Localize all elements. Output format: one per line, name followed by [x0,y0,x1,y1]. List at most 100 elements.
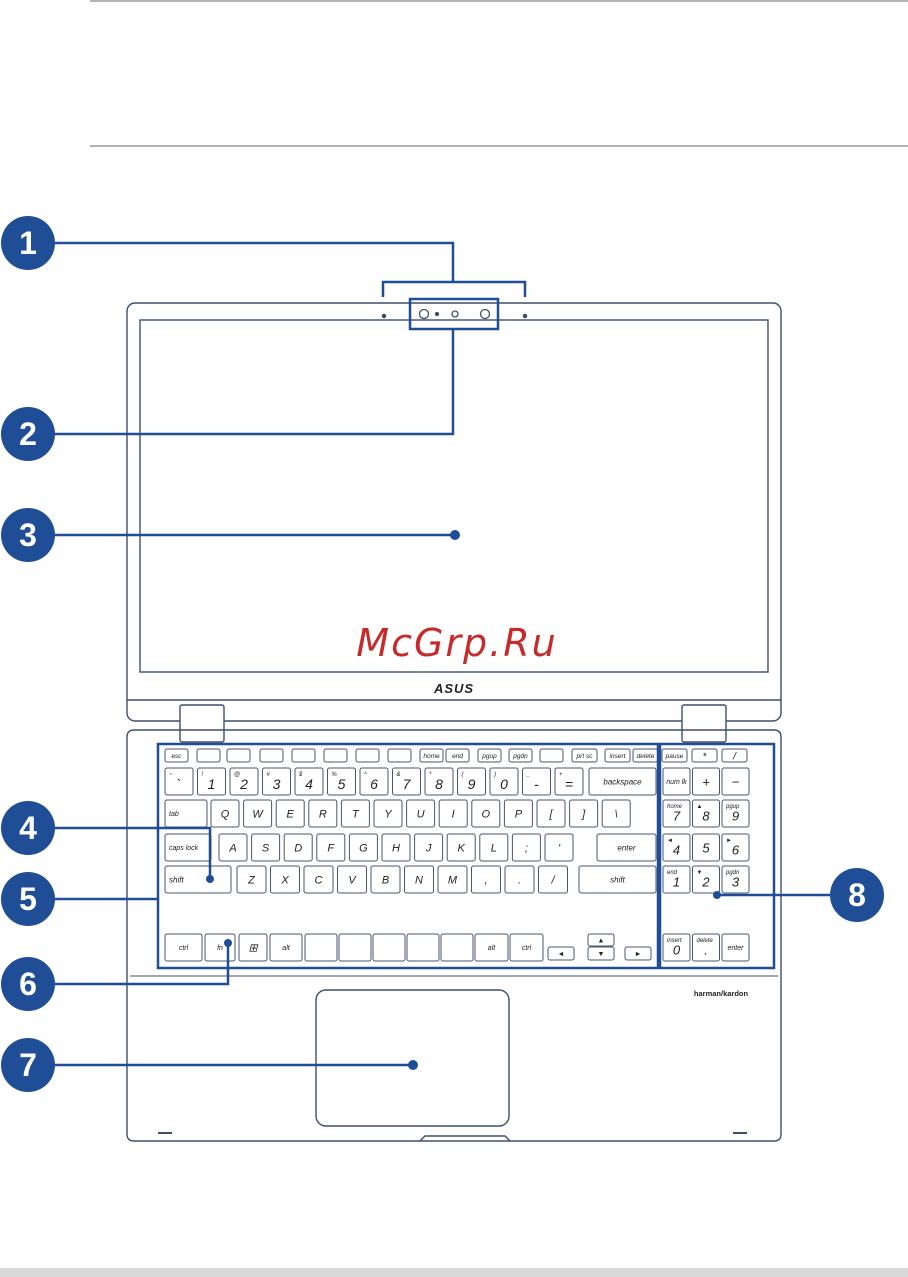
key-numpad-row4-0-cap [662,833,691,862]
harman-kardon-logo: harman/kardon [694,989,749,998]
key-9-a-label: ; [525,843,528,855]
dot-4 [206,875,214,883]
key-11-q-label: ] [581,809,586,821]
key-3-z: V [337,865,367,894]
key-right-shift: shift [578,865,657,894]
callout-circle-2 [1,407,55,461]
keyboard-highlight-frame [156,742,660,970]
key-f10-label: pgup [481,753,497,760]
key-esc-label: esc [171,753,182,760]
key-1-z-label: X [280,875,289,887]
key-enter-cap [596,833,657,862]
laptop-diagram: ASUS McGrp.Ru harman/kardon esc home end pg… [1,216,884,1142]
key-f6-cap [355,748,380,763]
key-numpad-row0-0-label: 0 [673,942,681,957]
key-numpad-row7-2-sublabel: pgup [725,804,740,810]
key-tab: tab [164,799,208,828]
key-f9-label: end [452,753,463,760]
key-0-q-cap [210,799,240,828]
key-7-q-label: I [452,809,455,821]
callout-badge-6: 6 [1,957,55,1011]
key-num-4-label: 4 [305,776,313,792]
callout-number-8: 8 [848,877,866,913]
key-9-z-label: / [550,875,555,887]
key-f9: end [445,748,470,763]
key-9-q: P [503,799,533,828]
key-f1 [196,748,221,763]
key-f8: home [419,748,444,763]
key-num-7-label: 7 [403,776,412,792]
key-7-a-label: K [458,843,466,855]
key-6-z: M [437,865,468,894]
key-num-0-sublabel: ~ [169,772,173,778]
ir-sensor-icon [479,308,491,320]
key-num-8-cap [424,767,454,796]
right-microphone-icon [522,313,528,319]
callout-badge-3: 3 [1,508,55,562]
dot-8 [713,891,721,899]
key-f5 [323,748,348,763]
key-f11-cap [508,748,533,763]
key-numpad-row0-1-sublabel: delete [697,938,714,944]
asus-logo: ASUS [433,681,474,696]
key-arrow-right-cap [624,946,652,961]
key-num-1: 1! [197,767,226,796]
key-windows: ⊞ [238,933,268,962]
key-numpad-row4-0-label: 4 [673,842,680,857]
key-numpad-row7-0-cap [662,799,691,828]
key-num-3-sublabel: # [267,772,271,778]
key-9-a-cap [511,833,541,862]
watermark: McGrp.Ru [356,621,557,665]
key-insert-label: insert [610,753,627,760]
key-7-q-cap [438,799,468,828]
key-5-z-label: N [415,875,423,887]
display-screen [139,319,769,673]
key-5-a-label: H [392,843,400,855]
key-tab-label: tab [169,811,179,818]
key-prt-sc-label: prt sc [576,753,594,760]
callout-badge-4: 4 [1,801,55,855]
key-4-q: T [340,799,370,828]
key-numpad-row0-0-sublabel: insert [667,938,682,944]
key-10-a-cap [544,833,574,862]
key-space-4 [440,933,474,962]
key-numpad-row1-1-sublabel: ▼ [697,870,703,876]
callout-circle-4 [1,801,55,855]
key-3-q: R [308,799,338,828]
key-f10: pgup [477,748,502,763]
key-5-q: Y [373,799,403,828]
key-4-a-cap [348,833,378,862]
key-left-shift: shift [164,865,232,894]
key-space-3-cap [406,933,440,962]
callout-leaders [55,241,830,1067]
callout-circle-1 [1,216,55,270]
key-4-a: G [348,833,378,862]
key-num-2-label: 2 [239,776,248,792]
key-0-a-label: A [228,843,236,855]
key-numpad-row0-1-label: . [704,942,708,957]
key-right-alt: alt [474,933,509,962]
callout-circle-5 [1,872,55,926]
key-numpad-row4-0-sublabel: ◄ [667,838,673,844]
key-6-q-cap [406,799,436,828]
key-num-6: 6^ [359,767,389,796]
key-left-alt-label: alt [282,945,290,952]
webcam-icon [451,310,459,318]
key-7-z-label: , [484,875,487,887]
callout-number-4: 4 [19,810,37,846]
key-space-4-cap [440,933,474,962]
callout-number-5: 5 [19,881,37,917]
key-numpad-top-0-cap [662,767,691,796]
callout-circle-3 [1,508,55,562]
key-num-9-label: 9 [468,776,476,792]
key-num-11: -_ [522,767,551,796]
key-1-q-label: W [252,809,264,821]
key-numpad-row4-1-label: 5 [702,840,710,855]
key-right-shift-label: shift [610,876,625,885]
key-numpad-row1-0-sublabel: end [667,870,678,876]
key-num-12: =+ [554,767,584,796]
key-numpad-top-2-cap [721,767,750,796]
